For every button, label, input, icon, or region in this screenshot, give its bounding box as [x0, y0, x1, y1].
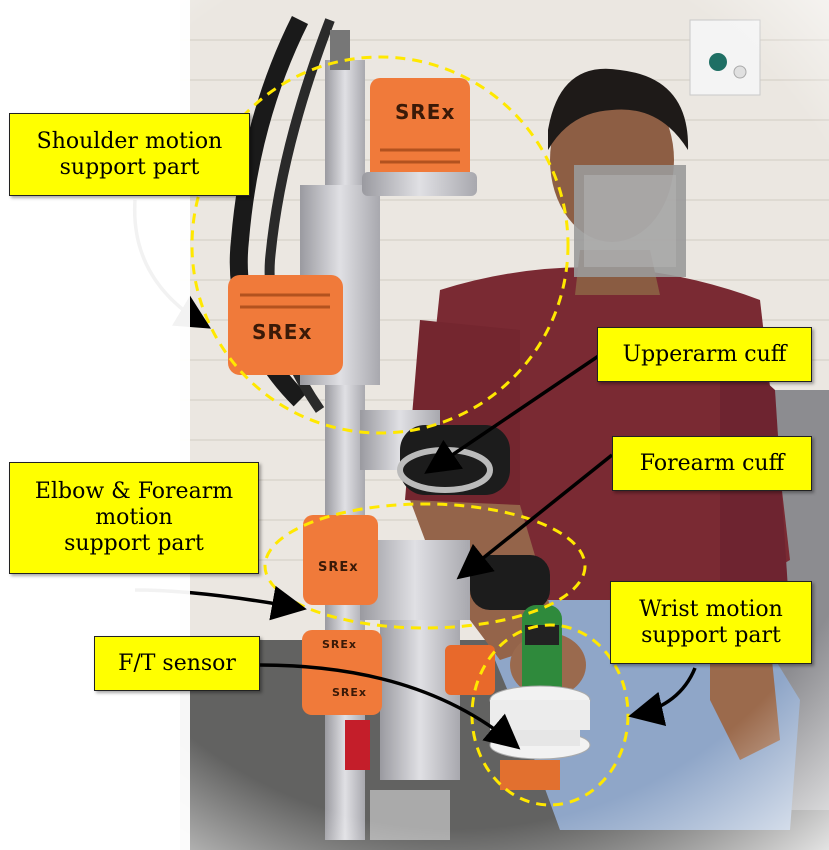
label-wrist-line-2: support part: [641, 622, 781, 648]
label-elbow-forearm-motion: Elbow & Forearm motion support part: [9, 462, 259, 574]
srex-text-lower: SREx: [322, 638, 358, 651]
srex-text-top: SREx: [395, 100, 456, 124]
label-upperarm-cuff: Upperarm cuff: [597, 327, 812, 382]
label-ft-sensor: F/T sensor: [94, 636, 260, 691]
label-wrist-motion: Wrist motion support part: [610, 581, 812, 664]
label-upperarm-text: Upperarm cuff: [622, 341, 787, 367]
label-ft-sensor-text: F/T sensor: [118, 650, 236, 676]
srex-text-elbow: SREx: [318, 560, 359, 575]
label-shoulder-line-2: support part: [59, 154, 200, 180]
label-shoulder-line-1: Shoulder motion: [36, 128, 223, 154]
label-elbow-line-1: Elbow & Forearm: [34, 479, 234, 504]
label-forearm-cuff: Forearm cuff: [612, 436, 812, 491]
label-elbow-line-3: support part: [64, 531, 204, 556]
label-elbow-line-2: motion: [95, 505, 173, 530]
label-shoulder-motion: Shoulder motion support part: [9, 113, 250, 196]
label-forearm-text: Forearm cuff: [639, 450, 785, 476]
label-wrist-line-1: Wrist motion: [639, 596, 783, 622]
srex-text-shoulder: SREx: [252, 320, 313, 344]
srex-text-lower-2: SREx: [332, 686, 368, 699]
